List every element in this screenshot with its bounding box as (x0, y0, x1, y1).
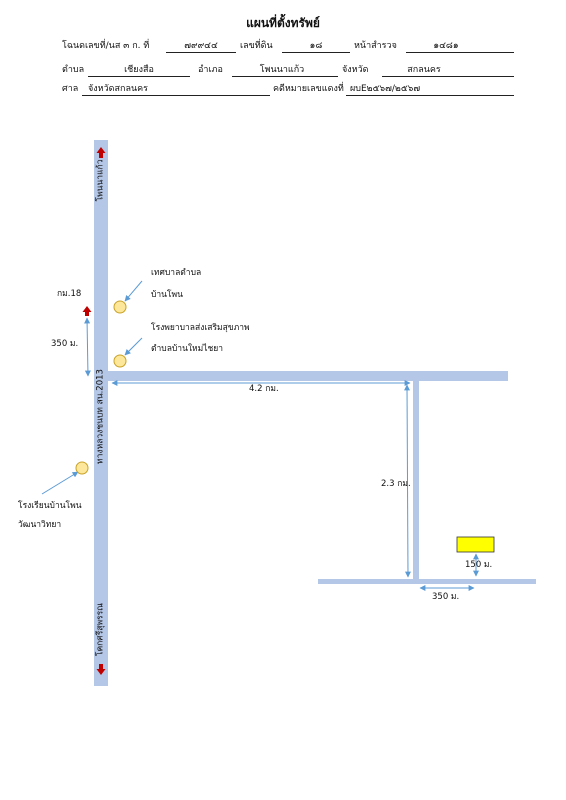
survey-underline (406, 52, 514, 53)
survey-value: ๑๔๘๑ (433, 41, 459, 51)
north-direction-arrow-icon (96, 147, 106, 158)
court-underline (82, 95, 270, 96)
property-marker (456, 536, 495, 553)
dist-350-left-label: 350 ม. (51, 339, 79, 349)
landmark-2-label-line2: ตำบลบ้านใหม่ไชยา (151, 344, 224, 354)
subdistrict-value: เชียงสือ (124, 65, 154, 75)
page-title: แผนที่ตั้งทรัพย์ (246, 16, 320, 30)
landmark-2-marker (113, 354, 127, 368)
province-value: สกลนคร (407, 65, 441, 75)
dist-2-3-label: 2.3 กม. (381, 479, 411, 489)
parcel-label: เลขที่ดิน (240, 41, 273, 51)
deed-value: ๗๙๙๔๔ (184, 41, 218, 51)
case-label: คดีหมายเลขแดงที่ (273, 84, 344, 94)
parcel-underline (282, 52, 350, 53)
landmark-1-label-line1: เทศบาลตำบล (151, 268, 202, 278)
case-underline (346, 95, 514, 96)
landmark-3-label-line1: โรงเรียนบ้านโพน (18, 501, 82, 511)
deed-label: โฉนดเลขที่/นส ๓ ก. ที่ (62, 41, 150, 51)
province-underline (382, 76, 514, 77)
landmark-2-pointer (124, 337, 143, 356)
case-value: ผบE๒๕๖๗/๒๕๖๗ (350, 84, 421, 94)
north-road-label: โพนนาแก้ว (95, 159, 106, 202)
court-label: ศาล (62, 84, 79, 94)
deed-underline (166, 52, 236, 53)
landmark-1-label-line2: บ้านโพน (151, 290, 183, 300)
district-value: โพนนาแก้ว (259, 65, 305, 75)
highway-road (94, 140, 108, 686)
landmark-2-label-line1: โรงพยาบาลส่งเสริมสุขภาพ (151, 323, 250, 333)
landmark-1-pointer (124, 280, 143, 302)
subdistrict-underline (88, 76, 190, 77)
landmark-3-pointer (41, 471, 79, 495)
bottom-road (318, 579, 536, 584)
landmark-1-marker (113, 300, 127, 314)
province-label: จังหวัด (342, 65, 369, 75)
dist-2-3-arrow (404, 384, 411, 578)
court-value: จังหวัดสกลนคร (88, 84, 148, 94)
dist-350-left-arrow (84, 317, 91, 377)
km-marker-arrow-icon (82, 306, 92, 316)
dist-4-2-label: 4.2 กม. (249, 384, 279, 394)
district-underline (232, 76, 338, 77)
south-road-label: โคกศรีสุพรรณ (95, 602, 106, 657)
landmark-3-marker (75, 461, 89, 475)
branch-road (413, 381, 419, 579)
survey-label: หน้าสำรวจ (354, 41, 397, 51)
south-direction-arrow-icon (96, 664, 106, 675)
highway-label: ทางหลวงชนบท สน.2013 (95, 369, 106, 464)
landmark-3-label-line2: วัฒนาวิทยา (18, 520, 62, 530)
parcel-value: ๑๘ (309, 41, 323, 51)
dist-350-bottom-label: 350 ม. (432, 592, 460, 602)
dist-150-label: 150 ม. (465, 560, 493, 570)
district-label: อำเภอ (198, 65, 223, 75)
subdistrict-label: ตำบล (62, 65, 85, 75)
km-marker-label: กม.18 (57, 289, 82, 299)
east-road (108, 371, 508, 381)
